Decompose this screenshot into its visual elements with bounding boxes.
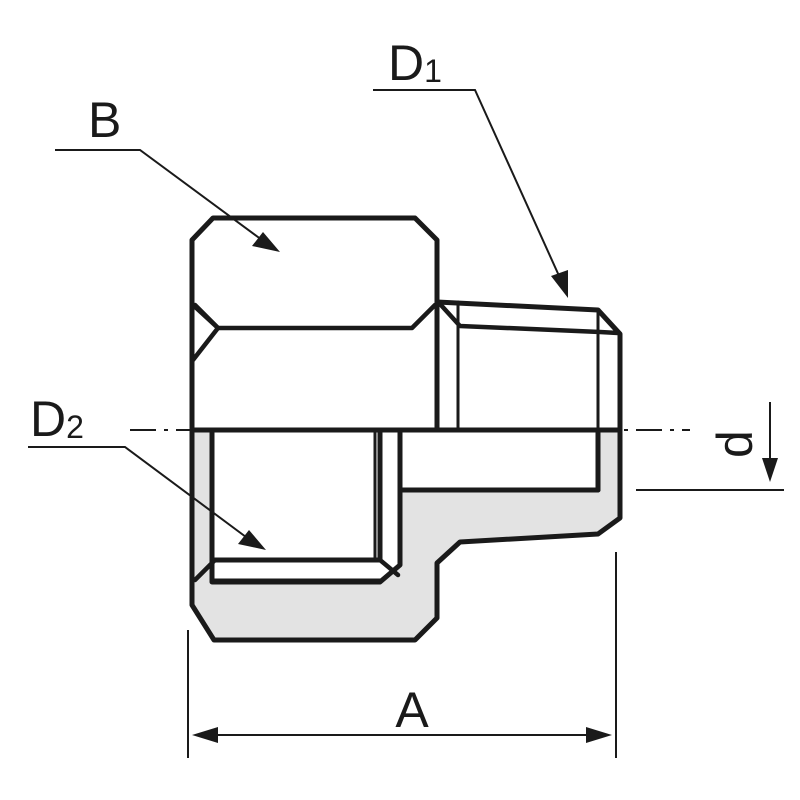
dimension-d: d [636,402,784,491]
hex-nut-outline [189,215,440,433]
A-arrow-left [192,727,218,743]
female-bore-bottom-edge [192,557,401,583]
male-end-outline [434,299,623,433]
label-D1: D1 [388,35,442,91]
label-D1-main: D [388,35,424,91]
label-D1-subscript: 1 [424,53,442,89]
label-B: B [88,92,121,148]
leader-D2: D2 [28,391,266,550]
label-D2-subscript: 2 [66,409,84,445]
D1-arrow-head [551,270,568,298]
B-arrow-head [252,232,280,252]
leader-D1: D1 [373,35,568,298]
leader-B: B [55,92,280,252]
male-threaded-end [434,299,623,433]
B-leader-line [55,149,263,241]
label-D2: D2 [30,391,84,447]
label-D2-main: D [30,391,66,447]
dimension-A: A [187,552,617,758]
female-bore [209,427,383,563]
male-bore [397,427,601,493]
male-end-thread-edge [437,301,621,336]
D2-leader-line [28,446,251,541]
label-d: d [707,430,763,458]
D1-leader-line [373,89,561,279]
section-lower-half [189,427,623,643]
label-A: A [395,682,429,738]
section-fill [189,427,623,643]
A-arrow-right [586,727,612,743]
d-arrow-head [762,458,778,482]
hex-nut-body [189,215,440,433]
D2-arrow-head [238,530,266,550]
hex-corner-notch [190,302,221,363]
